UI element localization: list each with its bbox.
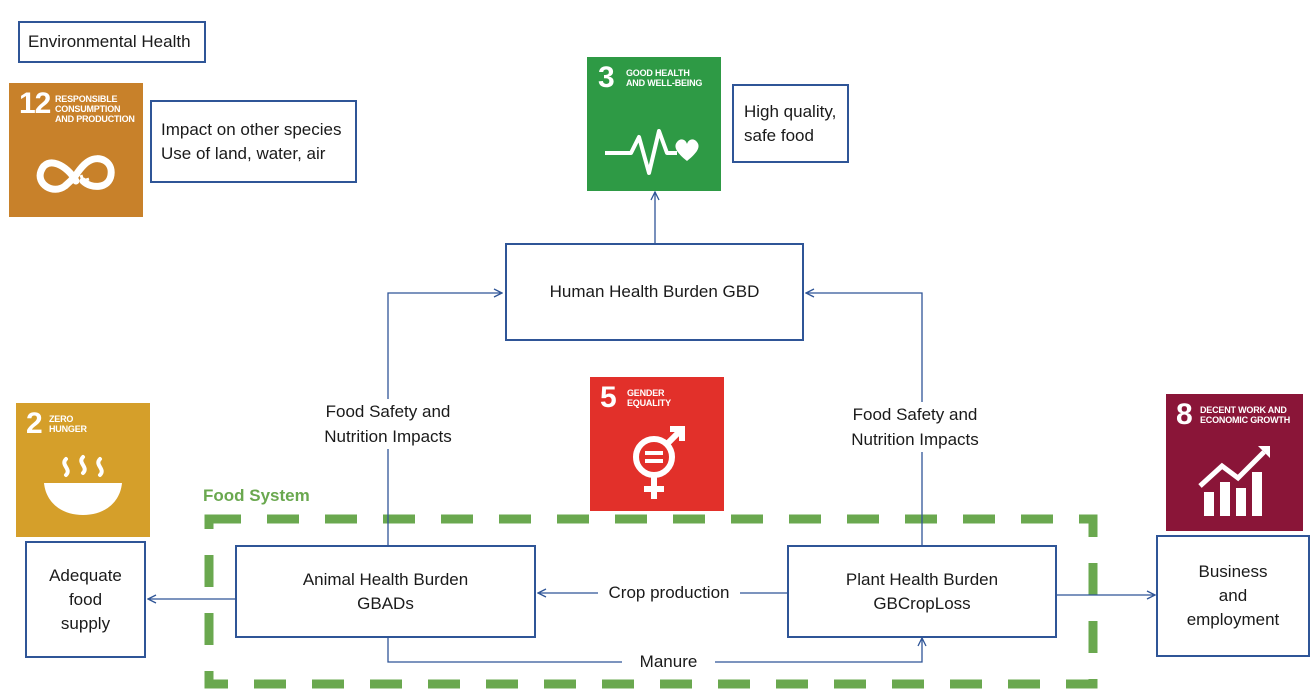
arrow-manure-to-plant [715, 638, 922, 663]
sdg-12-number: 12 [19, 87, 51, 120]
infinity-loop-icon [36, 155, 115, 193]
plant-health-burden-box: Plant Health Burden GBCropLoss [787, 545, 1057, 638]
sdg-12-tile: 12 RESPONSIBLE CONSUMPTION AND PRODUCTIO… [9, 83, 143, 217]
crop-production-label: Crop production [600, 580, 738, 605]
arrow-animal-to-human [387, 293, 502, 545]
animal-health-burden-box: Animal Health Burden GBADs [235, 545, 536, 638]
sdg-3-title: GOOD HEALTH AND WELL-BEING [626, 68, 703, 88]
environmental-impact-box: Impact on other species Use of land, wat… [150, 100, 357, 183]
line-animal-manure [387, 638, 622, 663]
sdg-3-tile: 3 GOOD HEALTH AND WELL-BEING [587, 57, 721, 191]
sdg-5-tile: 5 GENDER EQUALITY [590, 377, 724, 511]
sdg-8-tile: 8 DECENT WORK AND ECONOMIC GROWTH [1166, 394, 1303, 531]
gender-symbol-icon [633, 426, 685, 499]
sdg-5-number: 5 [600, 381, 617, 414]
business-employment-box: Business and employment [1156, 535, 1310, 657]
sdg-12-title: RESPONSIBLE CONSUMPTION AND PRODUCTION [55, 94, 135, 124]
sdg-5-title: GENDER EQUALITY [627, 388, 671, 408]
sdg-3-number: 3 [598, 61, 615, 94]
manure-label: Manure [624, 649, 713, 674]
sdg-8-title: DECENT WORK AND ECONOMIC GROWTH [1200, 405, 1290, 425]
food-safety-right-label: Food Safety and Nutrition Impacts [845, 402, 985, 452]
arrow-plant-to-human [806, 293, 923, 545]
human-health-burden-box: Human Health Burden GBD [505, 243, 804, 341]
sdg-2-title: ZERO HUNGER [49, 414, 87, 434]
sdg-8-number: 8 [1176, 398, 1193, 431]
heartbeat-icon [605, 129, 699, 175]
adequate-food-supply-box: Adequate food supply [25, 541, 146, 658]
growth-chart-icon [1198, 446, 1270, 516]
sdg-2-number: 2 [26, 407, 43, 440]
food-safety-left-label: Food Safety and Nutrition Impacts [318, 399, 458, 449]
sdg-2-tile: 2 ZERO HUNGER [16, 403, 150, 537]
environmental-health-label: Environmental Health [18, 21, 206, 63]
food-system-label: Food System [203, 486, 310, 505]
bowl-icon [44, 455, 122, 515]
quality-food-box: High quality, safe food [732, 84, 849, 163]
